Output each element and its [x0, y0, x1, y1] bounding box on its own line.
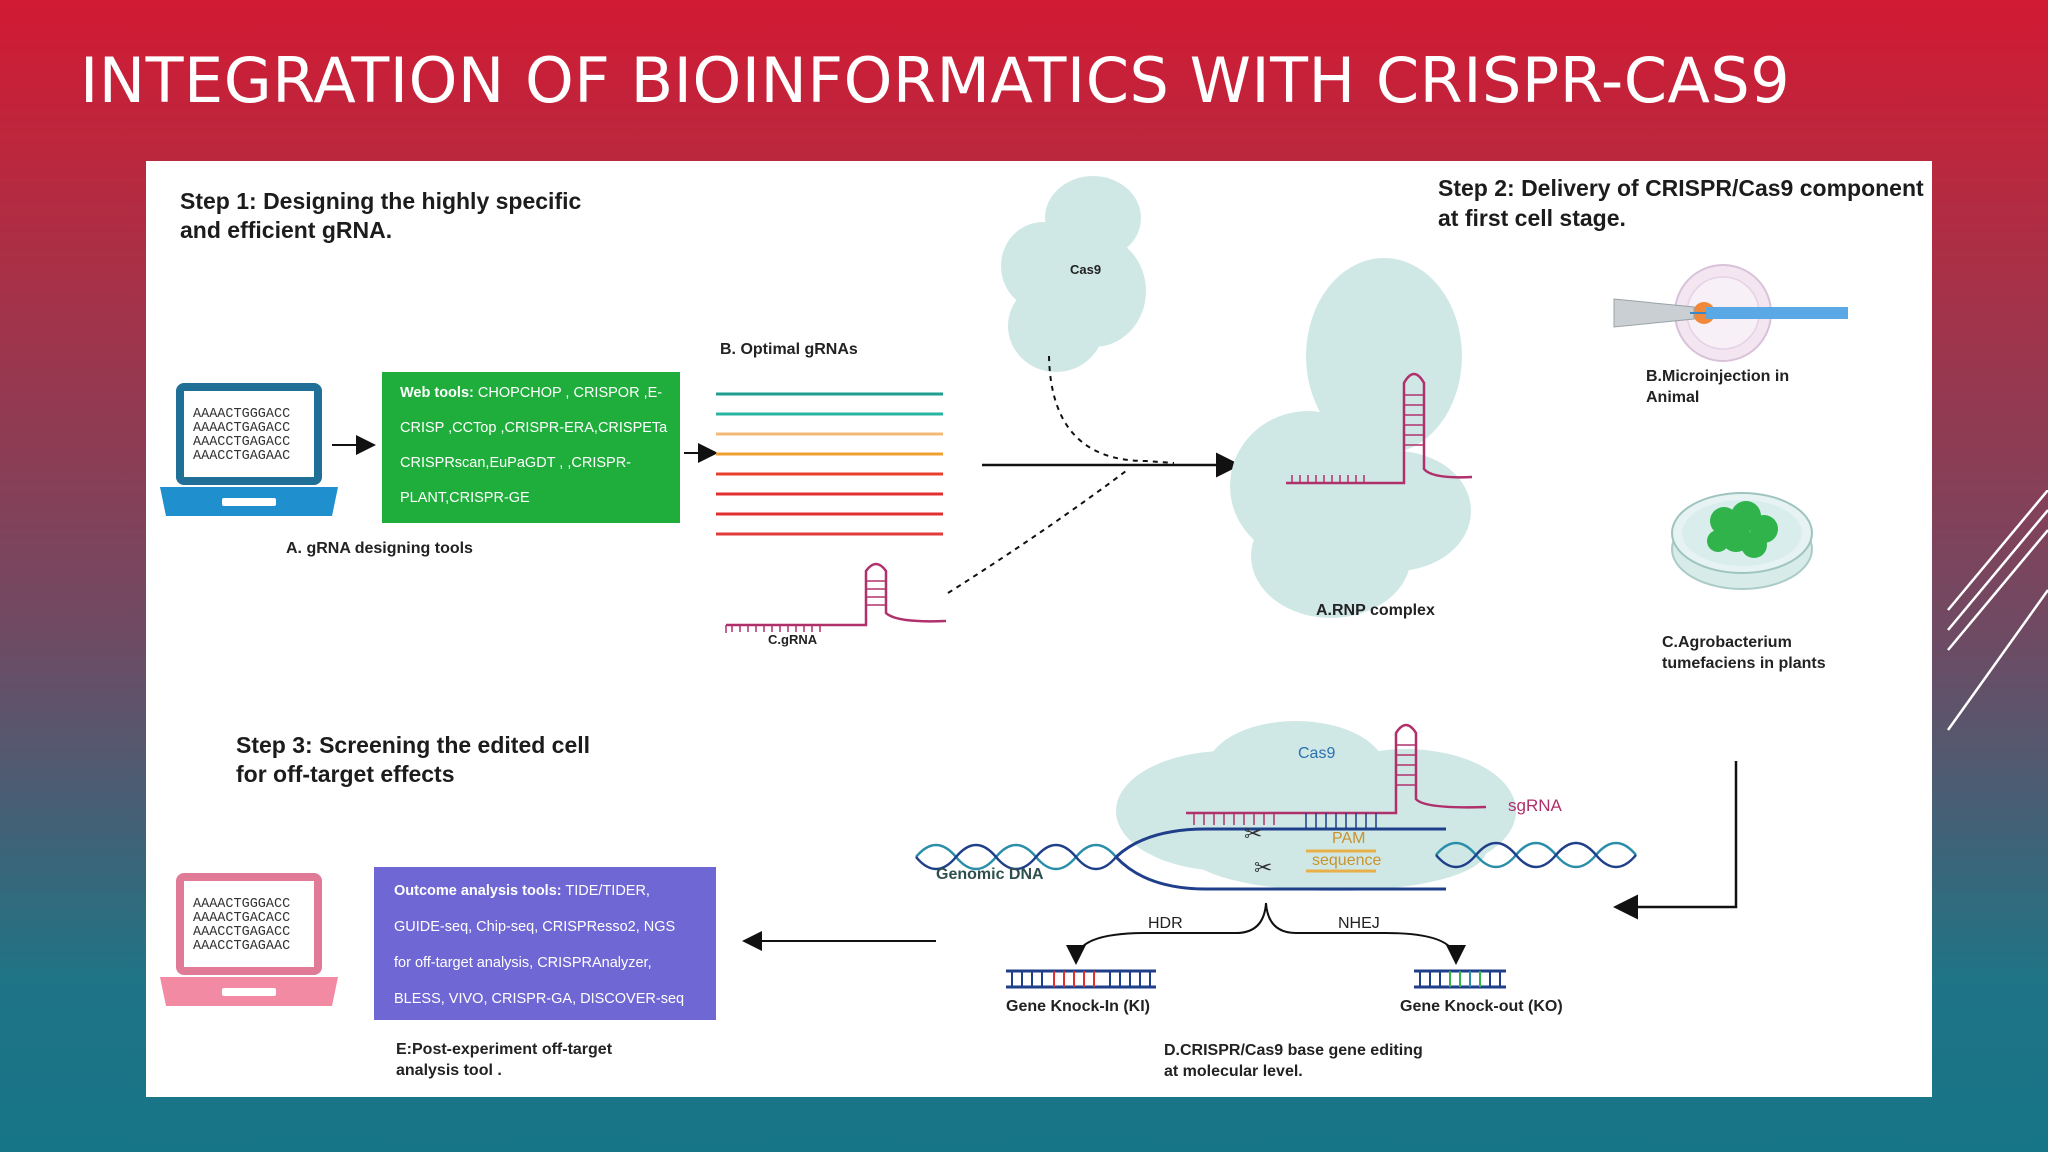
- dna-bottom-strand: [1114, 855, 1446, 891]
- sequence-line: AAACCTGAGACC: [193, 435, 290, 450]
- laptop2-sequences: AAAACTGGGACC AAAACTGACACC AAACCTGAGACC A…: [193, 897, 290, 954]
- sequence-line: AAACCTGAGAAC: [193, 939, 290, 954]
- mechanism-caption-line1: D.CRISPR/Cas9 base gene editing: [1164, 1042, 1423, 1059]
- sgrna-label: sgRNA: [1508, 796, 1563, 815]
- webtools-line-3: CRISPRscan,EuPaGDT , ,CRISPR-: [400, 455, 631, 471]
- outcome-label: Outcome analysis tools:: [394, 883, 562, 899]
- mechanism-caption-line2: at molecular level.: [1164, 1063, 1303, 1080]
- step2-title-line1: Step 2: Delivery of CRISPR/Cas9 componen…: [1438, 175, 1924, 201]
- sequence-line: AAAACTGAGACC: [193, 421, 290, 436]
- grna-caption: C.gRNA: [768, 632, 818, 647]
- decorative-diagonal-lines: [1946, 490, 2048, 731]
- outcome-line: Outcome analysis tools: TIDE/TIDER,: [394, 883, 650, 899]
- agrobacterium-caption-line2: tumefaciens in plants: [1662, 655, 1826, 672]
- knock-in-label: Gene Knock-In (KI): [1006, 998, 1150, 1015]
- agrobacterium-caption-line1: C.Agrobacterium: [1662, 634, 1792, 651]
- workflow-diagram: Step 1: Designing the highly specific an…: [160, 175, 1924, 1080]
- sequence-line: AAAACTGACACC: [193, 911, 290, 926]
- hdr-arrow: [1066, 902, 1267, 965]
- laptop-icon-screening: [160, 873, 338, 1006]
- webtools-line-1: CHOPCHOP , CRISPOR ,E-: [474, 385, 662, 401]
- outcome-caption-line1: E:Post-experiment off-target: [396, 1041, 613, 1058]
- webtools-box: [382, 372, 680, 523]
- microinjection-caption-line2: Animal: [1646, 389, 1699, 406]
- step1-title-line1: Step 1: Designing the highly specific: [180, 188, 581, 214]
- grna-hairpin-icon: [725, 562, 947, 633]
- dotted-arrow-cas9: [1048, 355, 1175, 464]
- slide-title: INTEGRATION OF BIOINFORMATICS WITH CRISP…: [80, 44, 1791, 117]
- step1-title-line2: and efficient gRNA.: [180, 217, 392, 243]
- grna-ticks: [731, 580, 886, 632]
- microinjection-caption-line1: B.Microinjection in: [1646, 368, 1789, 385]
- pam-label-line2: sequence: [1312, 852, 1381, 869]
- knock-out-label: Gene Knock-out (KO): [1400, 998, 1563, 1015]
- dna-top-strand: [1114, 827, 1446, 859]
- dotted-arrow-grna: [947, 470, 1127, 594]
- sequence-line: AAACCTGAGAAC: [193, 449, 290, 464]
- genomic-dna-label: Genomic DNA: [936, 866, 1044, 883]
- step3-title-line2: for off-target effects: [236, 761, 455, 787]
- outcome-line-1: TIDE/TIDER,: [562, 883, 650, 899]
- optimal-grna-lines: [716, 392, 943, 536]
- rnp-complex-icon: [1230, 258, 1471, 618]
- knock-out-dna-icon: [1414, 969, 1506, 989]
- tools-caption: A. gRNA designing tools: [286, 540, 473, 557]
- outcome-line-2: GUIDE-seq, Chip-seq, CRISPResso2, NGS: [394, 919, 675, 935]
- mechanism-sgrna: [1186, 723, 1487, 815]
- webtools-line: Web tools: CHOPCHOP , CRISPOR ,E-: [400, 385, 662, 401]
- sequence-line: AAAACTGGGACC: [193, 407, 290, 422]
- hdr-label: HDR: [1148, 915, 1183, 932]
- crispr-workflow-figure: Step 1: Designing the highly specific an…: [146, 161, 1932, 1097]
- microinjection-icon: [1613, 264, 1848, 362]
- step3-title-line1: Step 3: Screening the edited cell: [236, 732, 590, 758]
- scissors-icon: ✂: [1254, 856, 1272, 881]
- webtools-label: Web tools:: [400, 385, 474, 401]
- rnp-caption: A.RNP complex: [1316, 602, 1435, 619]
- mechanism-cas9-label: Cas9: [1298, 745, 1335, 762]
- mechanism-cas9-icon: [1116, 721, 1516, 891]
- laptop-icon-design: [160, 383, 338, 516]
- webtools-line-4: PLANT,CRISPR-GE: [400, 490, 530, 506]
- rnp-grna-ticks: [1291, 394, 1424, 483]
- petri-dish-icon: [1671, 492, 1813, 590]
- sequence-line: AAACCTGAGACC: [193, 925, 290, 940]
- step2-title-line2: at first cell stage.: [1438, 205, 1626, 231]
- nhej-arrow: [1265, 902, 1466, 965]
- cas9-protein-icon: [1001, 176, 1146, 372]
- outcome-caption-line2: analysis tool .: [396, 1062, 502, 1079]
- laptop1-sequences: AAAACTGGGACC AAAACTGAGACC AAACCTGAGACC A…: [193, 407, 290, 464]
- webtools-line-2: CRISP ,CCTop ,CRISPR-ERA,CRISPETa: [400, 420, 668, 436]
- knock-in-dna-icon: [1006, 969, 1156, 989]
- arrow-to-mechanism: [1613, 761, 1738, 920]
- pam-label-line1: PAM: [1332, 830, 1365, 847]
- cas9-label: Cas9: [1070, 262, 1101, 277]
- outcome-tools-box: [374, 867, 716, 1020]
- rnp-grna-hairpin: [1286, 372, 1473, 485]
- scissors-icon: ✂: [1244, 822, 1262, 847]
- outcome-line-3: for off-target analysis, CRISPRAnalyzer,: [394, 955, 652, 971]
- mechanism-sgrna-ticks: [1193, 744, 1416, 825]
- mechanism-dna-ticks: [1305, 813, 1377, 829]
- nhej-label: NHEJ: [1338, 915, 1380, 932]
- sequence-line: AAAACTGGGACC: [193, 897, 290, 912]
- outcome-line-4: BLESS, VIVO, CRISPR-GA, DISCOVER-seq: [394, 991, 684, 1007]
- optimal-grna-caption: B. Optimal gRNAs: [720, 341, 858, 358]
- genomic-dna-helix: [915, 841, 1637, 871]
